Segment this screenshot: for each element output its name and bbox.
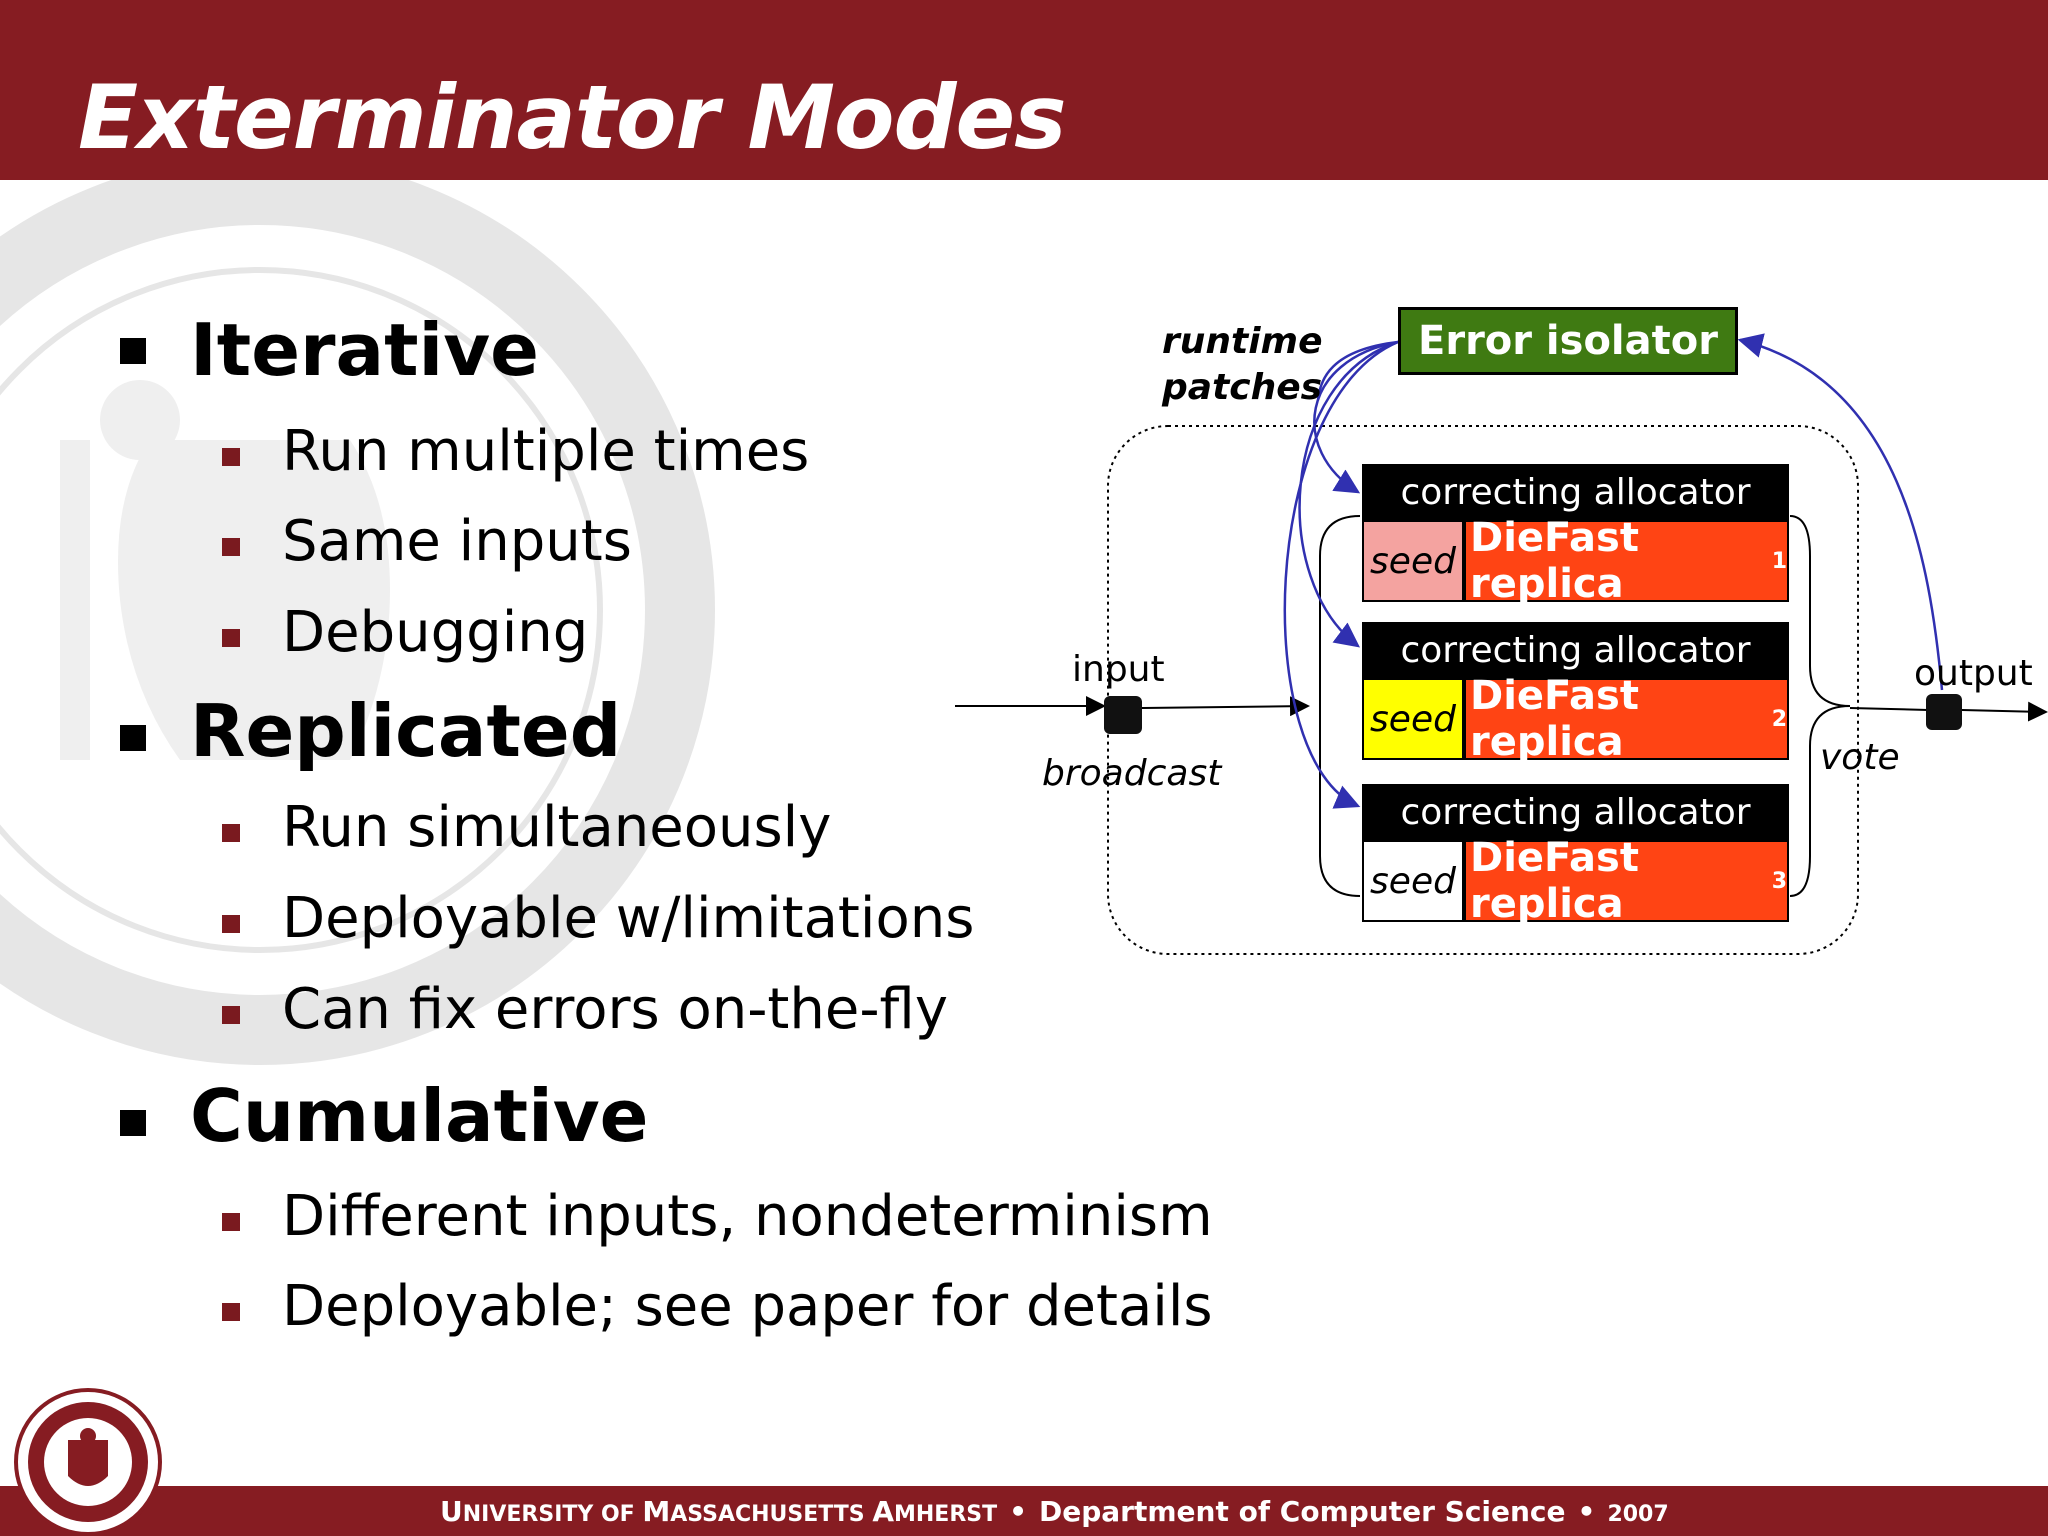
sub-bullet-item: Can fix errors on-the-fly xyxy=(282,977,948,1042)
sub-bullet-marker-icon xyxy=(222,1213,240,1231)
vote-node xyxy=(1926,694,1962,730)
sub-bullet-item: Different inputs, nondeterminism xyxy=(282,1184,1213,1249)
replica-name: DieFast replica xyxy=(1470,835,1639,927)
bullet-iterative: Iterative xyxy=(190,308,539,392)
diefast-replica-3: DieFast replica 3 xyxy=(1464,835,1789,927)
sub-bullet-item: Same inputs xyxy=(282,509,632,574)
footer-year: 2007 xyxy=(1607,1502,1669,1527)
seed-cell-2: seed xyxy=(1362,678,1464,760)
sub-bullet-item: Debugging xyxy=(282,600,589,665)
bullet-cumulative: Cumulative xyxy=(190,1074,649,1158)
sub-bullet-item: Run simultaneously xyxy=(282,795,832,860)
diefast-replica-2: DieFast replica 2 xyxy=(1464,673,1789,765)
broadcast-node xyxy=(1104,696,1142,734)
footer-bar xyxy=(0,1486,2048,1536)
footer-univ-cap: U xyxy=(440,1495,463,1528)
replica-index: 2 xyxy=(1771,706,1787,732)
output-label: output xyxy=(1914,653,2033,694)
broadcast-label: broadcast xyxy=(1042,753,1222,794)
replica-name: DieFast replica xyxy=(1470,673,1639,765)
footer-univ-cap: A xyxy=(872,1495,894,1528)
footer-separator-icon: • xyxy=(1009,1495,1028,1528)
sub-bullet-marker-icon xyxy=(222,915,240,933)
sub-bullet-item: Deployable w/limitations xyxy=(282,886,975,951)
sub-bullet-marker-icon xyxy=(222,629,240,647)
correcting-allocator-2: correcting allocator xyxy=(1362,622,1789,678)
bullet-marker-icon xyxy=(120,725,146,751)
sub-bullet-item: Deployable; see paper for details xyxy=(282,1274,1213,1339)
sub-bullet-marker-icon xyxy=(222,538,240,556)
bullet-replicated: Replicated xyxy=(190,689,622,773)
input-label: input xyxy=(1072,649,1165,690)
footer-univ-smallcaps: NIVERSITY OF xyxy=(462,1502,643,1527)
error-isolator-box: Error isolator xyxy=(1398,307,1738,375)
sub-bullet-marker-icon xyxy=(222,448,240,466)
footer-text: UNIVERSITY OF MASSACHUSETTS AMHERST • Depa… xyxy=(440,1498,1669,1526)
umass-seal-icon xyxy=(14,1388,162,1536)
replica-index: 1 xyxy=(1771,548,1787,574)
seed-cell-1: seed xyxy=(1362,520,1464,602)
bullet-marker-icon xyxy=(120,1110,146,1136)
footer-separator-icon: • xyxy=(1577,1495,1596,1528)
replica-index: 3 xyxy=(1771,868,1787,894)
replica-container xyxy=(1107,425,1859,955)
vote-label: vote xyxy=(1820,737,1900,778)
correcting-allocator-3: correcting allocator xyxy=(1362,784,1789,840)
correcting-allocator-1: correcting allocator xyxy=(1362,464,1789,520)
footer-univ-smallcaps: MHERST xyxy=(893,1502,998,1527)
footer-univ-cap: M xyxy=(642,1495,671,1528)
footer-univ-smallcaps: ASSACHUSETTS xyxy=(670,1502,873,1527)
header-bar xyxy=(0,0,2048,180)
seed-cell-3: seed xyxy=(1362,840,1464,922)
sub-bullet-marker-icon xyxy=(222,1006,240,1024)
patches-label: patches xyxy=(1162,367,1323,408)
footer-department: Department of Computer Science xyxy=(1039,1495,1566,1528)
diefast-replica-1: DieFast replica 1 xyxy=(1464,515,1789,607)
replica-name: DieFast replica xyxy=(1470,515,1639,607)
sub-bullet-marker-icon xyxy=(222,1303,240,1321)
seal-watermark-icon xyxy=(0,180,715,1065)
bullet-marker-icon xyxy=(120,338,146,364)
sub-bullet-marker-icon xyxy=(222,824,240,842)
slide-title: Exterminator Modes xyxy=(78,66,1067,169)
sub-bullet-item: Run multiple times xyxy=(282,419,810,484)
runtime-label: runtime xyxy=(1162,321,1323,362)
